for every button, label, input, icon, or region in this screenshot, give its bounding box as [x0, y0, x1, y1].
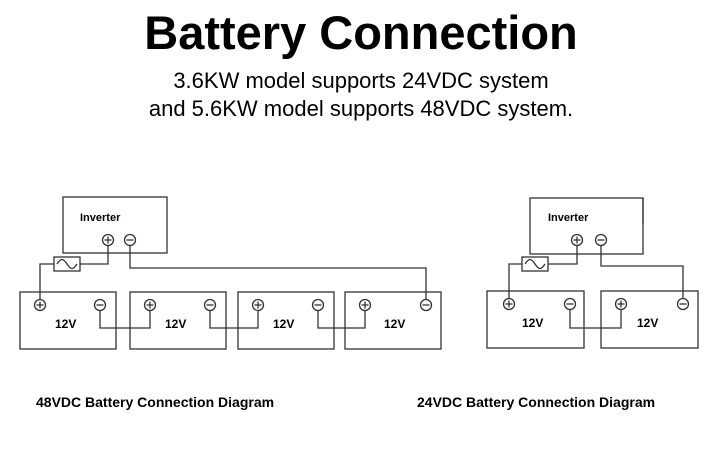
caption-48v: 48VDC Battery Connection Diagram	[36, 394, 275, 410]
battery-1-negative-terminal	[93, 298, 107, 312]
battery-4	[344, 291, 442, 350]
battery-2-label: 12V	[637, 316, 658, 330]
battery-2-positive-terminal	[614, 297, 628, 311]
battery-2	[600, 290, 699, 349]
inverter-box	[62, 196, 168, 254]
battery-3	[237, 291, 335, 350]
wire-battery-3-to-battery-4	[317, 311, 366, 329]
wire-battery-2-to-battery-3	[209, 311, 259, 329]
subtitle-line-1: 3.6KW model supports 24VDC system	[173, 68, 549, 93]
battery-1-label: 12V	[522, 316, 543, 330]
fuse-icon	[53, 256, 81, 272]
wire-inverter-negative-to-battery-2-negative	[600, 246, 684, 298]
battery-3-label: 12V	[273, 317, 294, 331]
wire-inverter-positive-to-fuse	[548, 246, 578, 265]
inverter-positive-terminal	[101, 233, 115, 247]
battery-3-negative-terminal	[311, 298, 325, 312]
battery-1	[486, 290, 585, 349]
inverter-label: Inverter	[548, 212, 589, 224]
wire-battery-1-to-battery-2	[99, 311, 151, 329]
fuse-icon	[521, 256, 549, 272]
wire-fuse-to-battery-1-positive	[508, 263, 522, 298]
inverter-positive-terminal	[570, 233, 584, 247]
battery-1	[19, 291, 117, 350]
battery-4-positive-terminal	[358, 298, 372, 312]
battery-1-positive-terminal	[502, 297, 516, 311]
battery-2	[129, 291, 227, 350]
diagram-48v	[19, 196, 442, 350]
battery-3-positive-terminal	[251, 298, 265, 312]
wire-fuse-to-battery-1-positive	[39, 263, 54, 299]
inverter-negative-terminal	[123, 233, 137, 247]
inverter-label: Inverter	[80, 212, 121, 224]
battery-4-label: 12V	[384, 317, 405, 331]
inverter-box	[529, 197, 644, 255]
battery-1-positive-terminal	[33, 298, 47, 312]
battery-2-negative-terminal	[676, 297, 690, 311]
battery-1-label: 12V	[55, 317, 76, 331]
page-title: Battery Connection	[144, 6, 578, 59]
wire-inverter-negative-to-battery-4-negative	[129, 246, 427, 299]
wire-battery-1-to-battery-2	[569, 310, 622, 329]
battery-1-negative-terminal	[563, 297, 577, 311]
battery-4-negative-terminal	[419, 298, 433, 312]
battery-2-negative-terminal	[203, 298, 217, 312]
caption-24v: 24VDC Battery Connection Diagram	[417, 394, 656, 410]
inverter-negative-terminal	[594, 233, 608, 247]
battery-2-label: 12V	[165, 317, 186, 331]
diagram-24v	[486, 197, 699, 349]
battery-2-positive-terminal	[143, 298, 157, 312]
subtitle-line-2: and 5.6KW model supports 48VDC system.	[148, 96, 574, 121]
wire-inverter-positive-to-fuse	[80, 246, 109, 265]
